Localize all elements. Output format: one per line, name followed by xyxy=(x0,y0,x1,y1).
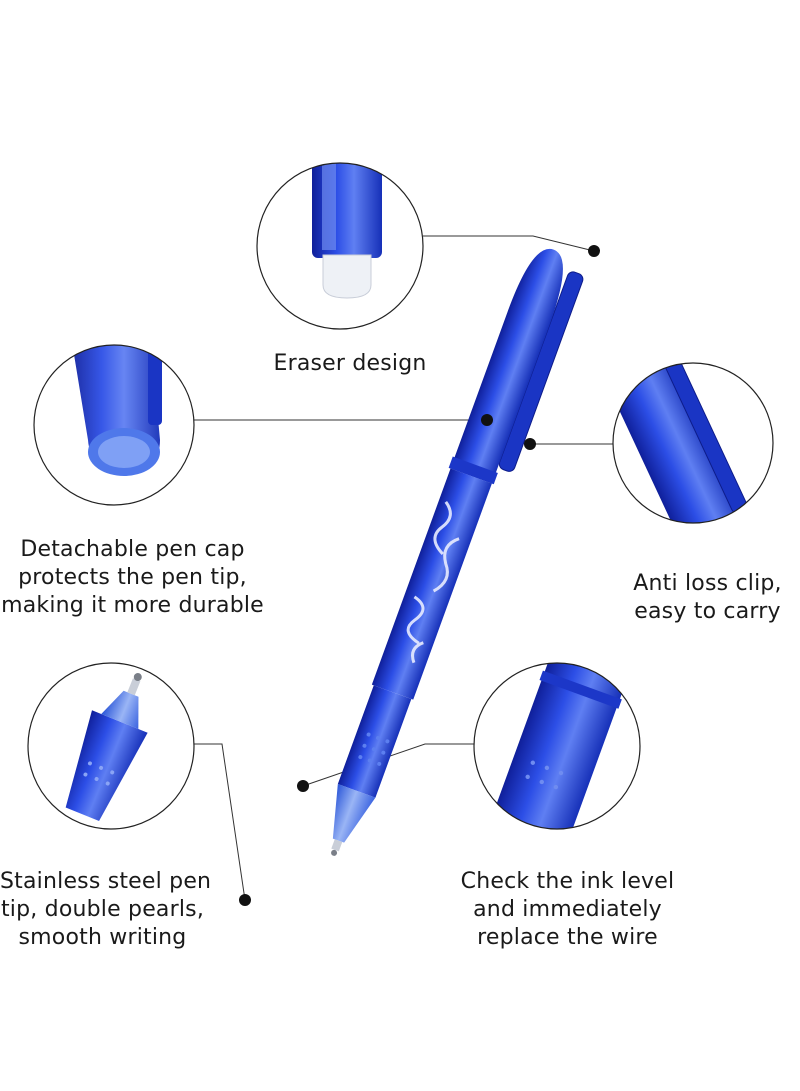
zoom-pen-cap-circle xyxy=(33,344,195,506)
marker-dots xyxy=(239,245,600,906)
pen xyxy=(331,248,584,856)
connector-lines xyxy=(193,235,613,901)
pen-cap-caption: Detachable pen cap protects the pen tip,… xyxy=(0,536,265,620)
caption-line: Check the ink level xyxy=(460,869,675,894)
zoom-clip-circle xyxy=(612,362,774,524)
caption-line: protects the pen tip, xyxy=(18,565,247,590)
caption-line: Detachable pen cap xyxy=(20,537,245,562)
caption-line: Anti loss clip, xyxy=(633,571,782,596)
caption-line: smooth writing xyxy=(18,925,187,950)
tip-caption: Stainless steel pen tip, double pearls, … xyxy=(0,868,212,952)
caption-line: and immediately xyxy=(473,897,662,922)
caption-line: easy to carry xyxy=(634,599,781,624)
caption-line: making it more durable xyxy=(1,593,264,618)
caption-line: tip, double pearls, xyxy=(0,897,205,922)
caption-line: Eraser design xyxy=(273,351,427,376)
zoom-ink-circle xyxy=(473,662,641,830)
eraser-caption: Eraser design xyxy=(240,350,460,378)
caption-line: Stainless steel pen xyxy=(0,869,212,894)
clip-caption: Anti loss clip, easy to carry xyxy=(615,570,800,626)
ink-caption: Check the ink level and immediately repl… xyxy=(455,868,680,952)
zoom-eraser-circle xyxy=(256,162,424,330)
caption-line: replace the wire xyxy=(477,925,658,950)
zoom-tip-circle xyxy=(27,662,195,830)
